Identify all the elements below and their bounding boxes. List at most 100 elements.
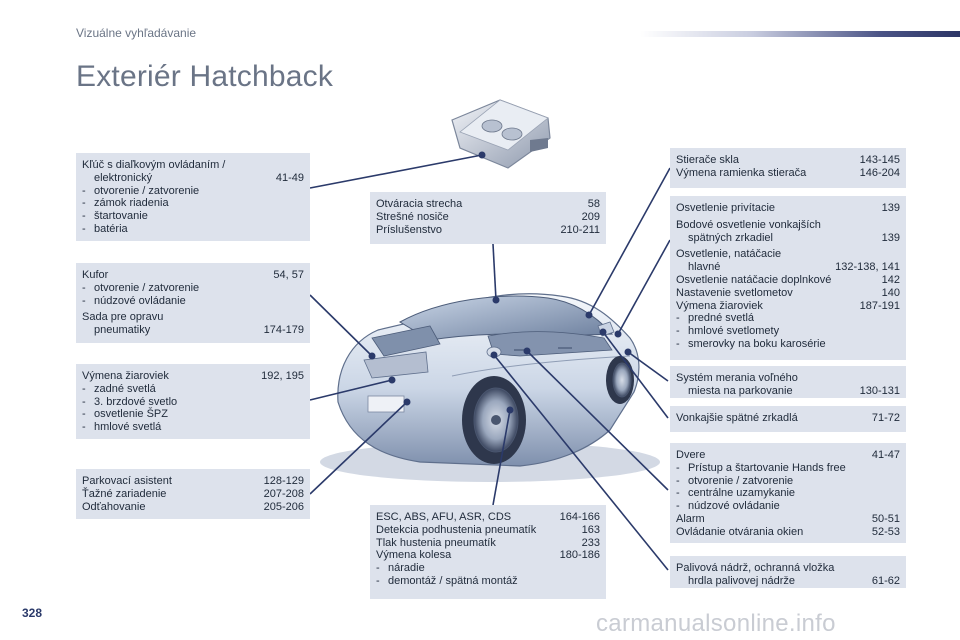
key-title-cont: elektronický	[94, 171, 153, 184]
roof-row-label: Strešné nosiče	[376, 210, 449, 223]
mirror-spot-cont: spätných zrkadiel	[688, 231, 773, 244]
boot-pages[interactable]: 54, 57	[273, 269, 304, 281]
fuel-title-cont: hrdla palivovej nádrže	[688, 574, 796, 587]
doors-item: centrálne uzamykanie	[688, 487, 796, 500]
roof-row-pages[interactable]: 210-211	[560, 223, 600, 236]
rear-wheel	[462, 376, 526, 464]
fuel-title: Palivová nádrž, ochranná vložka	[676, 562, 835, 574]
parking-measure-pages[interactable]: 130-131	[859, 384, 900, 397]
wipers-row-pages[interactable]: 143-145	[859, 154, 900, 166]
esc-row-pages[interactable]: 164-166	[559, 511, 600, 523]
mirror-spot-pages[interactable]: 139	[881, 231, 900, 244]
leader-lines	[309, 154, 671, 571]
lighting-welcome-pages[interactable]: 139	[881, 202, 900, 214]
section-title: Vizuálne vyhľadávanie	[76, 26, 197, 40]
front-bulbs-label: Výmena žiaroviek	[676, 299, 763, 312]
fuel-pages[interactable]: 61-62	[871, 574, 900, 587]
box-doors: Dvere 41-47 -Prístup a štartovanie Hands…	[670, 443, 906, 543]
key-item: batéria	[94, 222, 128, 235]
box-wipers: Stierače skla 143-145 Výmena ramienka st…	[670, 148, 906, 188]
wheel-change-pages[interactable]: 180-186	[559, 549, 600, 562]
remote-key-illustration	[451, 99, 551, 169]
wipers-row-label: Výmena ramienka stierača	[676, 166, 807, 179]
headlamp-adjust-pages[interactable]: 140	[881, 286, 900, 299]
repair-kit-title: Sada pre opravu	[82, 311, 164, 324]
roof-row-pages[interactable]: 58	[587, 198, 600, 210]
boot-title: Kufor	[82, 269, 109, 281]
parking-row-label: Ťažné zariadenie	[82, 487, 167, 500]
rear-bulbs-title: Výmena žiaroviek	[82, 370, 169, 382]
mirrors-label: Vonkajšie spätné zrkadlá	[676, 412, 798, 424]
boot-item: núdzové ovládanie	[94, 294, 186, 307]
mirror-spot-label: Bodové osvetlenie vonkajších	[676, 218, 821, 231]
parking-row-label: Odťahovanie	[82, 500, 146, 513]
headlamp-adjust-label: Nastavenie svetlometov	[676, 286, 793, 299]
watermark: carmanualsonline.info	[596, 610, 836, 637]
key-item: otvorenie / zatvorenie	[94, 184, 200, 197]
parking-row-pages[interactable]: 205-206	[263, 500, 304, 513]
lighting-welcome-label: Osvetlenie privítacie	[676, 202, 776, 214]
directional-aux-pages[interactable]: 142	[881, 273, 900, 286]
key-title: Kľúč s diaľkovým ovládaním /	[82, 159, 226, 171]
wipers-row-pages[interactable]: 146-204	[859, 166, 900, 179]
front-bulbs-item: hmlové svetlomety	[688, 325, 780, 338]
page-heading: Exteriér Hatchback	[76, 60, 334, 93]
parking-row-pages[interactable]: 128-129	[263, 475, 304, 487]
wheel-change-title: Výmena kolesa	[376, 549, 452, 562]
box-boot: Kufor 54, 57 -otvorenie / zatvorenie -nú…	[76, 263, 310, 343]
header-gradient-bar	[640, 31, 960, 37]
roof-row-label: Príslušenstvo	[376, 223, 443, 236]
rear-bulbs-item: 3. brzdové svetlo	[94, 395, 178, 408]
rear-bulbs-pages[interactable]: 192, 195	[261, 370, 304, 382]
doors-title: Dvere	[676, 449, 706, 461]
parking-measure-cont: miesta na parkovanie	[688, 384, 793, 397]
key-item: štartovanie	[94, 210, 148, 223]
wheel-change-item: demontáž / spätná montáž	[388, 574, 518, 587]
rear-bulbs-item: osvetlenie ŠPZ	[94, 408, 168, 421]
leader-dots	[368, 151, 632, 414]
box-parking-measure: Systém merania voľného miesta na parkova…	[670, 366, 906, 398]
front-bulbs-pages[interactable]: 187-191	[859, 299, 900, 312]
esc-row-label: Tlak hustenia pneumatík	[376, 536, 496, 549]
parking-row-pages[interactable]: 207-208	[263, 487, 304, 500]
box-rear-bulbs: Výmena žiaroviek 192, 195 -zadné svetlá …	[76, 364, 310, 439]
esc-row-pages[interactable]: 233	[581, 536, 600, 549]
repair-kit-cont: pneumatiky	[94, 324, 151, 337]
box-roof: Otváracia strecha 58 Strešné nosiče 209 …	[370, 192, 606, 244]
esc-row-pages[interactable]: 163	[581, 523, 600, 536]
esc-row-label: Detekcia podhustenia pneumatík	[376, 523, 537, 536]
esc-row-label: ESC, ABS, AFU, ASR, CDS	[376, 511, 512, 523]
box-lighting: Osvetlenie privítacie 139 Bodové osvetle…	[670, 196, 906, 360]
roof-row-label: Otváracia strecha	[376, 198, 463, 210]
rear-bulbs-item: zadné svetlá	[94, 382, 156, 395]
directional-aux-label: Osvetlenie natáčacie doplnkové	[676, 273, 832, 286]
wheel-change-item: náradie	[388, 562, 425, 575]
alarm-pages[interactable]: 50-51	[871, 512, 900, 525]
box-key: Kľúč s diaľkovým ovládaním / elektronick…	[76, 153, 310, 241]
directional-main-pages[interactable]: 132-138, 141	[835, 261, 900, 274]
box-esc: ESC, ABS, AFU, ASR, CDS 164-166 Detekcia…	[370, 505, 606, 599]
doors-item: núdzové ovládanie	[688, 500, 780, 513]
front-bulbs-item: smerovky na boku karosérie	[688, 337, 826, 350]
box-parking: Parkovací asistent 128-129 Ťažné zariade…	[76, 469, 310, 519]
key-item: zámok riadenia	[94, 197, 169, 210]
repair-kit-pages[interactable]: 174-179	[263, 324, 304, 337]
front-wheel	[606, 356, 634, 404]
mirrors-pages[interactable]: 71-72	[871, 412, 900, 424]
directional-main-cont: hlavné	[688, 261, 721, 274]
roof-row-pages[interactable]: 209	[581, 210, 600, 223]
front-bulbs-item: predné svetlá	[688, 312, 755, 325]
page-number: 328	[22, 606, 43, 620]
rear-bulbs-item: hmlové svetlá	[94, 421, 162, 434]
doors-item: otvorenie / zatvorenie	[688, 474, 794, 487]
doors-pages[interactable]: 41-47	[871, 449, 900, 461]
windows-pages[interactable]: 52-53	[871, 525, 900, 538]
box-fuel: Palivová nádrž, ochranná vložka hrdla pa…	[670, 556, 906, 588]
wipers-row-label: Stierače skla	[676, 154, 739, 166]
alarm-label: Alarm	[676, 512, 705, 525]
key-pages[interactable]: 41-49	[275, 171, 304, 184]
parking-measure-title: Systém merania voľného	[676, 372, 798, 384]
boot-item: otvorenie / zatvorenie	[94, 281, 200, 294]
doors-item: Prístup a štartovanie Hands free	[688, 461, 846, 474]
